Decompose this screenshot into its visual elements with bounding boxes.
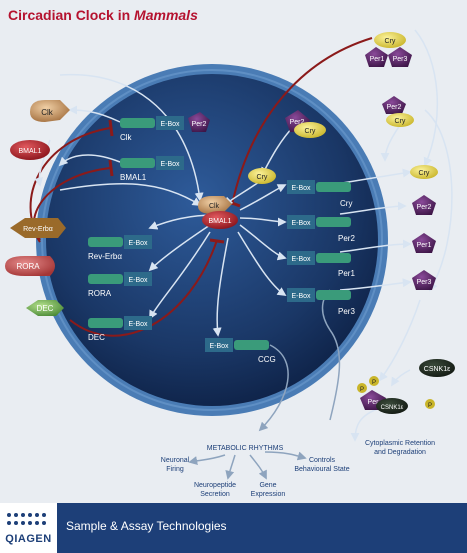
- dec-protein: DEC: [26, 300, 64, 316]
- svg-text:Cytoplasmic Retention: Cytoplasmic Retention: [365, 440, 435, 447]
- qiagen-logo: QIAGEN: [0, 503, 57, 553]
- gene-dec: E-Box DEC: [88, 316, 152, 342]
- svg-text:E-Box: E-Box: [128, 240, 148, 247]
- clk-bmal1-complex: Clk BMAL1: [198, 196, 238, 229]
- svg-text:Cry: Cry: [305, 128, 316, 135]
- svg-text:Per1: Per1: [417, 242, 432, 249]
- svg-text:Controls: Controls: [309, 457, 336, 464]
- svg-text:DEC: DEC: [88, 333, 105, 342]
- svg-text:Per2: Per2: [387, 104, 402, 111]
- svg-text:Gene: Gene: [259, 482, 276, 489]
- svg-text:E-Box: E-Box: [291, 256, 311, 263]
- svg-text:Firing: Firing: [166, 466, 184, 473]
- cry-protein-cytoplasm: Cry: [410, 165, 438, 179]
- per3-protein-cytoplasm: Per3: [412, 270, 436, 290]
- gene-bmal1: E-Box BMAL1: [120, 156, 184, 182]
- footer-bar: QIAGEN Sample & Assay Technologies: [0, 503, 467, 553]
- svg-text:Per2: Per2: [417, 204, 432, 211]
- svg-text:Neuropeptide: Neuropeptide: [194, 482, 236, 489]
- gene-rora: E-Box RORA: [88, 272, 152, 298]
- svg-text:Cry: Cry: [257, 174, 268, 181]
- svg-text:Rev-Erbα: Rev-Erbα: [88, 252, 122, 261]
- svg-text:Clk: Clk: [41, 108, 54, 117]
- svg-text:Per2: Per2: [192, 121, 207, 128]
- svg-text:BMAL1: BMAL1: [19, 148, 42, 155]
- output-labels: METABOLIC RHYTHMS Neuronal Firing Neurop…: [161, 440, 435, 498]
- svg-text:Clk: Clk: [120, 133, 133, 142]
- cry-per1-per3-complex: Cry Per1 Per3: [365, 32, 412, 67]
- gene-rev-erba: E-Box Rev-Erbα: [88, 235, 152, 261]
- svg-text:Expression: Expression: [251, 491, 286, 498]
- gene-per2: E-Box Per2: [287, 215, 355, 243]
- svg-text:Clk: Clk: [209, 203, 220, 210]
- gene-per1: E-Box Per1: [287, 251, 355, 278]
- svg-text:BMAL1: BMAL1: [209, 218, 232, 225]
- bmal1-protein-cytoplasm: BMAL1: [10, 140, 50, 160]
- svg-text:E-Box: E-Box: [291, 293, 311, 300]
- per1-protein-cytoplasm: Per1: [412, 233, 436, 253]
- svg-text:E-Box: E-Box: [128, 277, 148, 284]
- svg-text:Per3: Per3: [393, 56, 408, 63]
- svg-text:Rev-Erbα: Rev-Erbα: [23, 226, 53, 233]
- qiagen-logo-dots-icon: [7, 513, 46, 525]
- svg-text:Per2: Per2: [290, 119, 305, 126]
- per2-cry-complex-cytoplasm: Per2 Cry: [382, 96, 414, 127]
- svg-text:CSNK1ε: CSNK1ε: [381, 405, 404, 411]
- svg-text:CSNK1ε: CSNK1ε: [424, 366, 450, 373]
- svg-text:P: P: [360, 387, 364, 393]
- gene-per3: E-Box Per3: [287, 288, 355, 316]
- per2-protein-nucleus: Per2: [188, 112, 210, 132]
- gene-clk: E-Box Clk: [120, 116, 184, 142]
- metabolic-rhythms-label: METABOLIC RHYTHMS: [207, 445, 284, 452]
- phospho-per-csnk1e-complex: P P Per CSNK1ε P: [357, 376, 435, 414]
- rev-erba-protein: Rev-Erbα: [10, 218, 66, 238]
- svg-text:E-Box: E-Box: [291, 220, 311, 227]
- svg-text:Per: Per: [368, 399, 380, 406]
- svg-text:CCG: CCG: [258, 355, 276, 364]
- svg-text:P: P: [372, 380, 376, 386]
- svg-text:Per3: Per3: [417, 279, 432, 286]
- svg-text:Secretion: Secretion: [200, 491, 230, 498]
- svg-text:BMAL1: BMAL1: [120, 173, 147, 182]
- svg-text:E-Box: E-Box: [291, 185, 311, 192]
- dec-inhibition-line: [69, 239, 218, 337]
- svg-text:Cry: Cry: [340, 199, 352, 208]
- svg-text:and Degradation: and Degradation: [374, 449, 426, 456]
- activation-arrows: [34, 29, 453, 442]
- svg-text:Neuronal: Neuronal: [161, 457, 190, 464]
- svg-text:E-Box: E-Box: [128, 321, 148, 328]
- svg-text:P: P: [428, 403, 432, 409]
- per2-cry-complex-nucleus: Per2 Cry: [285, 110, 326, 138]
- svg-text:E-Box: E-Box: [209, 343, 229, 350]
- svg-text:Cry: Cry: [395, 118, 406, 125]
- svg-text:Per2: Per2: [338, 234, 355, 243]
- svg-text:RORA: RORA: [88, 289, 112, 298]
- brand-name: QIAGEN: [5, 533, 52, 545]
- per2-protein-cytoplasm: Per2: [412, 195, 436, 215]
- svg-text:Per1: Per1: [370, 56, 385, 63]
- svg-text:Cry: Cry: [385, 38, 396, 45]
- csnk1e-protein: CSNK1ε: [419, 359, 455, 377]
- svg-text:RORA: RORA: [16, 262, 40, 271]
- cry-per-inhibition-line: [231, 37, 373, 206]
- svg-text:E-Box: E-Box: [160, 161, 180, 168]
- svg-text:Cry: Cry: [419, 170, 430, 177]
- output-arrows: [188, 289, 341, 480]
- rora-protein: RORA: [5, 256, 55, 276]
- cry-protein-nucleus: Cry: [248, 168, 276, 184]
- svg-text:DEC: DEC: [37, 304, 54, 313]
- gene-cry: E-Box Cry: [287, 180, 352, 208]
- svg-text:Per3: Per3: [338, 307, 355, 316]
- svg-text:E-Box: E-Box: [160, 121, 180, 128]
- clk-protein-cytoplasm: Clk: [30, 100, 70, 122]
- svg-text:Per1: Per1: [338, 269, 355, 278]
- tagline: Sample & Assay Technologies: [66, 519, 227, 533]
- diagram-title: Circadian Clock in Mammals: [8, 7, 198, 23]
- svg-text:Behavioural State: Behavioural State: [294, 466, 349, 473]
- gene-ccg: E-Box CCG: [205, 338, 276, 364]
